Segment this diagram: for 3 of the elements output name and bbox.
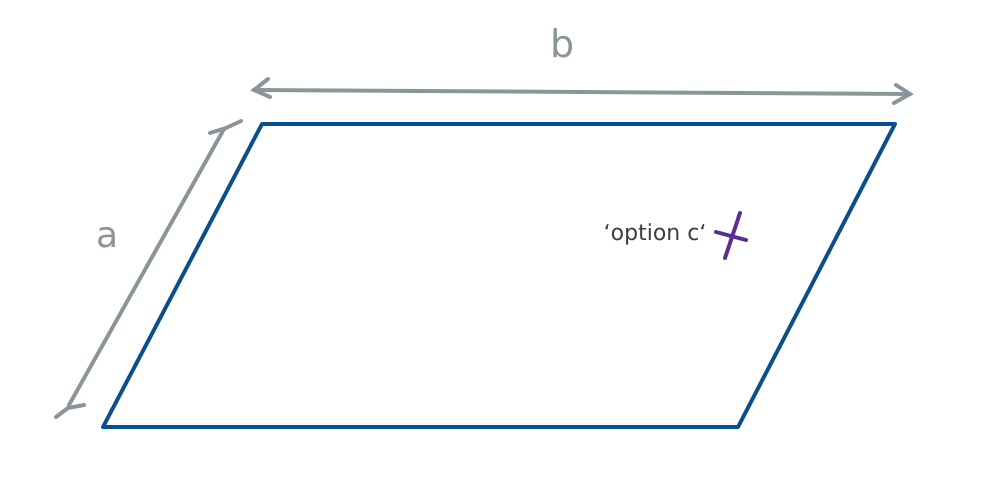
dimension-label: b	[550, 25, 574, 63]
point-label: ‘option c‘	[604, 223, 706, 245]
dimension-label: a	[96, 218, 118, 254]
